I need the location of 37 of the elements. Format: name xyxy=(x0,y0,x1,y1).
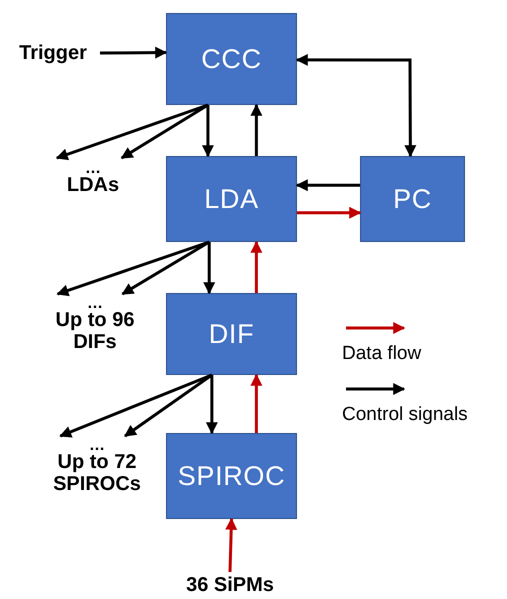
module-name: SPIROC xyxy=(178,460,286,493)
module-box xyxy=(166,293,297,375)
module-box xyxy=(166,156,297,242)
arrow xyxy=(56,240,210,296)
arrow xyxy=(296,54,416,158)
ellipsis: … xyxy=(87,299,103,309)
arrow xyxy=(59,374,212,438)
bold-label: 36 SiPMs xyxy=(186,574,274,596)
module-box xyxy=(166,433,297,519)
legend-label: Control signals xyxy=(342,402,468,426)
arrow xyxy=(206,375,218,434)
module-box xyxy=(166,13,297,105)
arrow xyxy=(225,518,238,572)
arrow xyxy=(203,242,216,294)
arrow xyxy=(121,240,210,296)
arrow xyxy=(124,374,213,438)
arrow xyxy=(250,104,262,156)
arrow xyxy=(120,104,209,160)
module-name: PC xyxy=(393,182,432,216)
module-name: DIF xyxy=(208,318,254,351)
arrow xyxy=(297,206,362,219)
bold-label: LDAs xyxy=(66,174,120,196)
arrow xyxy=(56,104,208,160)
ellipsis: … xyxy=(85,164,101,174)
module-name: LDA xyxy=(204,182,259,216)
module-box xyxy=(360,156,465,242)
module-name: CCC xyxy=(201,42,262,76)
arrow xyxy=(100,46,168,59)
legend-label: Data flow xyxy=(342,342,422,366)
arrow xyxy=(296,179,360,192)
arrow xyxy=(202,105,214,158)
arrow xyxy=(250,374,262,433)
bold-label: Up to 72 SPIROCs xyxy=(52,451,142,495)
arrow xyxy=(250,240,262,293)
bold-label: Trigger xyxy=(19,42,87,64)
bold-label: Up to 96 DIFs xyxy=(54,309,136,353)
ellipsis: … xyxy=(89,441,105,451)
